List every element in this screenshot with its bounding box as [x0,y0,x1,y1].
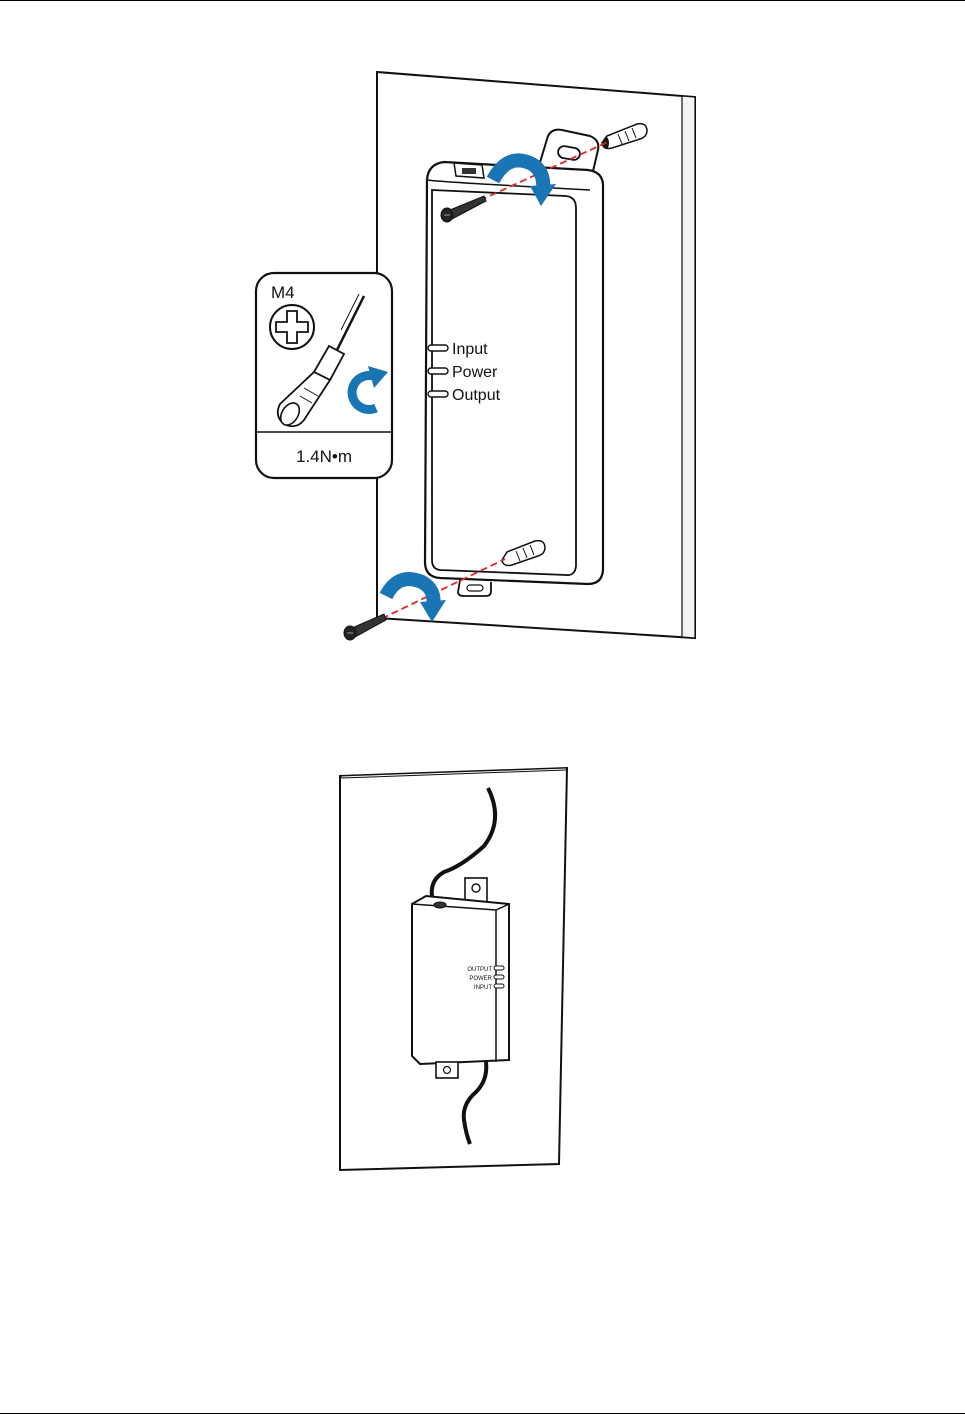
torque-value-label: 1.4N•m [296,447,352,466]
screw-size-label: M4 [271,283,295,302]
led-label-power-2: POWER [469,976,492,982]
torque-inset: M4 1.4N•m [256,273,392,478]
led-label-input: Input [452,341,488,358]
bottom-ear-2 [436,1062,458,1078]
figure-installed-result: OUTPUT POWER INPUT [340,768,567,1170]
poe-injector-device-2: OUTPUT POWER INPUT [412,896,509,1064]
led-label-output-2: OUTPUT [467,967,492,973]
phillips-head-icon [270,305,314,349]
top-ear-2 [465,878,487,902]
led-label-output: Output [452,387,501,404]
figure-mounting-step: Input Power Output [256,72,695,640]
led-label-input-2: INPUT [474,985,492,991]
poe-injector-device: Input Power Output [425,162,603,596]
led-label-power: Power [452,364,498,381]
